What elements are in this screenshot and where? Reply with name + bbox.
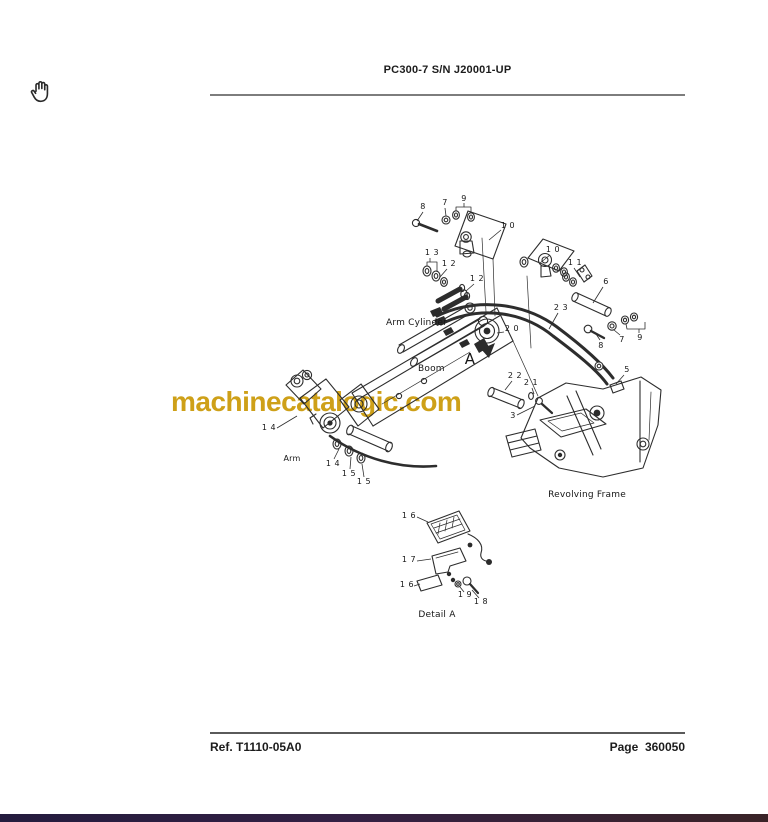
diagram-label: Detail A — [418, 610, 456, 620]
callout-number: 1 0 — [546, 245, 560, 254]
callout-number: 1 2 — [442, 259, 456, 268]
callout-number: 1 3 — [425, 248, 439, 257]
leader-line — [349, 456, 352, 470]
boom-foot-hub — [474, 318, 500, 353]
callout-number: 6 — [603, 277, 609, 286]
revolving-frame-drawing — [505, 340, 662, 478]
hydraulic-hoses — [430, 303, 615, 386]
leader-line — [431, 321, 439, 325]
callout-number: 1 0 — [501, 221, 515, 230]
detail-a-arrow — [481, 343, 495, 358]
callout-number: 9 — [461, 194, 467, 203]
leader-line — [439, 268, 448, 278]
callout-number: 8 — [420, 202, 426, 211]
leader-line — [430, 261, 438, 272]
diagram-label: Revolving Frame — [548, 490, 626, 500]
callout-number: 2 1 — [524, 378, 538, 387]
callout-number: 1 8 — [474, 597, 488, 606]
leader-line — [471, 589, 480, 599]
leader-line — [615, 374, 625, 385]
callout-number: 1 4 — [326, 459, 340, 468]
detail-a-lamp-drawing — [416, 510, 492, 595]
callout-number: 2 0 — [505, 324, 519, 333]
leader-line — [516, 405, 536, 416]
callout-number: 3 — [510, 411, 516, 420]
callout-number: 1 5 — [357, 477, 371, 486]
bottom-edge-bar — [0, 814, 768, 822]
leader-line — [416, 211, 424, 222]
leader-line — [531, 387, 535, 395]
header-rule — [210, 94, 685, 96]
leader-line — [464, 206, 472, 213]
arm-assembly-drawing — [285, 369, 438, 468]
leader-line — [459, 586, 465, 593]
leader-line — [595, 333, 601, 341]
diagram-label: Arm Cylinder — [386, 318, 447, 328]
callout-number: 1 9 — [458, 590, 472, 599]
leader-line — [416, 516, 429, 523]
hardware-cluster-right — [519, 238, 639, 394]
callout-number: 2 2 — [508, 371, 522, 380]
callout-number: 1 1 — [568, 258, 582, 267]
footer-rule — [210, 732, 685, 734]
leader-line — [613, 329, 621, 336]
diagram-label: A — [465, 350, 476, 368]
hand-cursor-icon — [30, 81, 49, 103]
boom-foot-pin-hardware — [487, 386, 554, 415]
leader-line — [573, 267, 581, 278]
callout-number: 1 6 — [402, 511, 416, 520]
leader-line — [465, 283, 475, 292]
callout-number: 9 — [637, 333, 643, 342]
footer-ref: Ref. T1110-05A0 — [210, 740, 302, 754]
callout-number: 1 7 — [402, 555, 416, 564]
callout-number: 1 2 — [470, 274, 484, 283]
hardware-cluster-top-left — [411, 210, 507, 312]
footer-page-number: Page 360050 — [609, 740, 685, 754]
leader-line — [416, 558, 432, 562]
leader-line — [333, 448, 340, 460]
leader-line — [548, 312, 559, 330]
leader-line — [455, 203, 465, 211]
leader-line — [592, 286, 604, 304]
callout-number: 1 4 — [262, 423, 276, 432]
callout-number: 8 — [598, 341, 604, 350]
callout-number: 2 3 — [554, 303, 568, 312]
leader-line — [276, 415, 298, 429]
leader-line — [539, 254, 551, 264]
callout-number: 7 — [619, 335, 625, 344]
diagram-label: Boom — [418, 364, 445, 374]
leader-line — [488, 229, 502, 241]
callout-number: 1 5 — [342, 469, 356, 478]
leader-line — [504, 380, 513, 391]
page-title: PC300-7 S/N J20001-UP — [383, 64, 512, 76]
callout-number: 7 — [442, 198, 448, 207]
leader-line — [426, 258, 431, 266]
callout-number: 5 — [624, 365, 630, 374]
leader-line — [444, 207, 447, 217]
leader-line — [625, 323, 640, 333]
diagram-label: Arm — [283, 454, 300, 463]
leader-line — [413, 583, 421, 587]
leader-line — [361, 463, 365, 478]
leader-line — [496, 331, 505, 334]
page-footer: Ref. T1110-05A0 Page 360050 — [210, 740, 685, 754]
callout-number: 1 6 — [400, 580, 414, 589]
leader-line — [639, 322, 646, 330]
